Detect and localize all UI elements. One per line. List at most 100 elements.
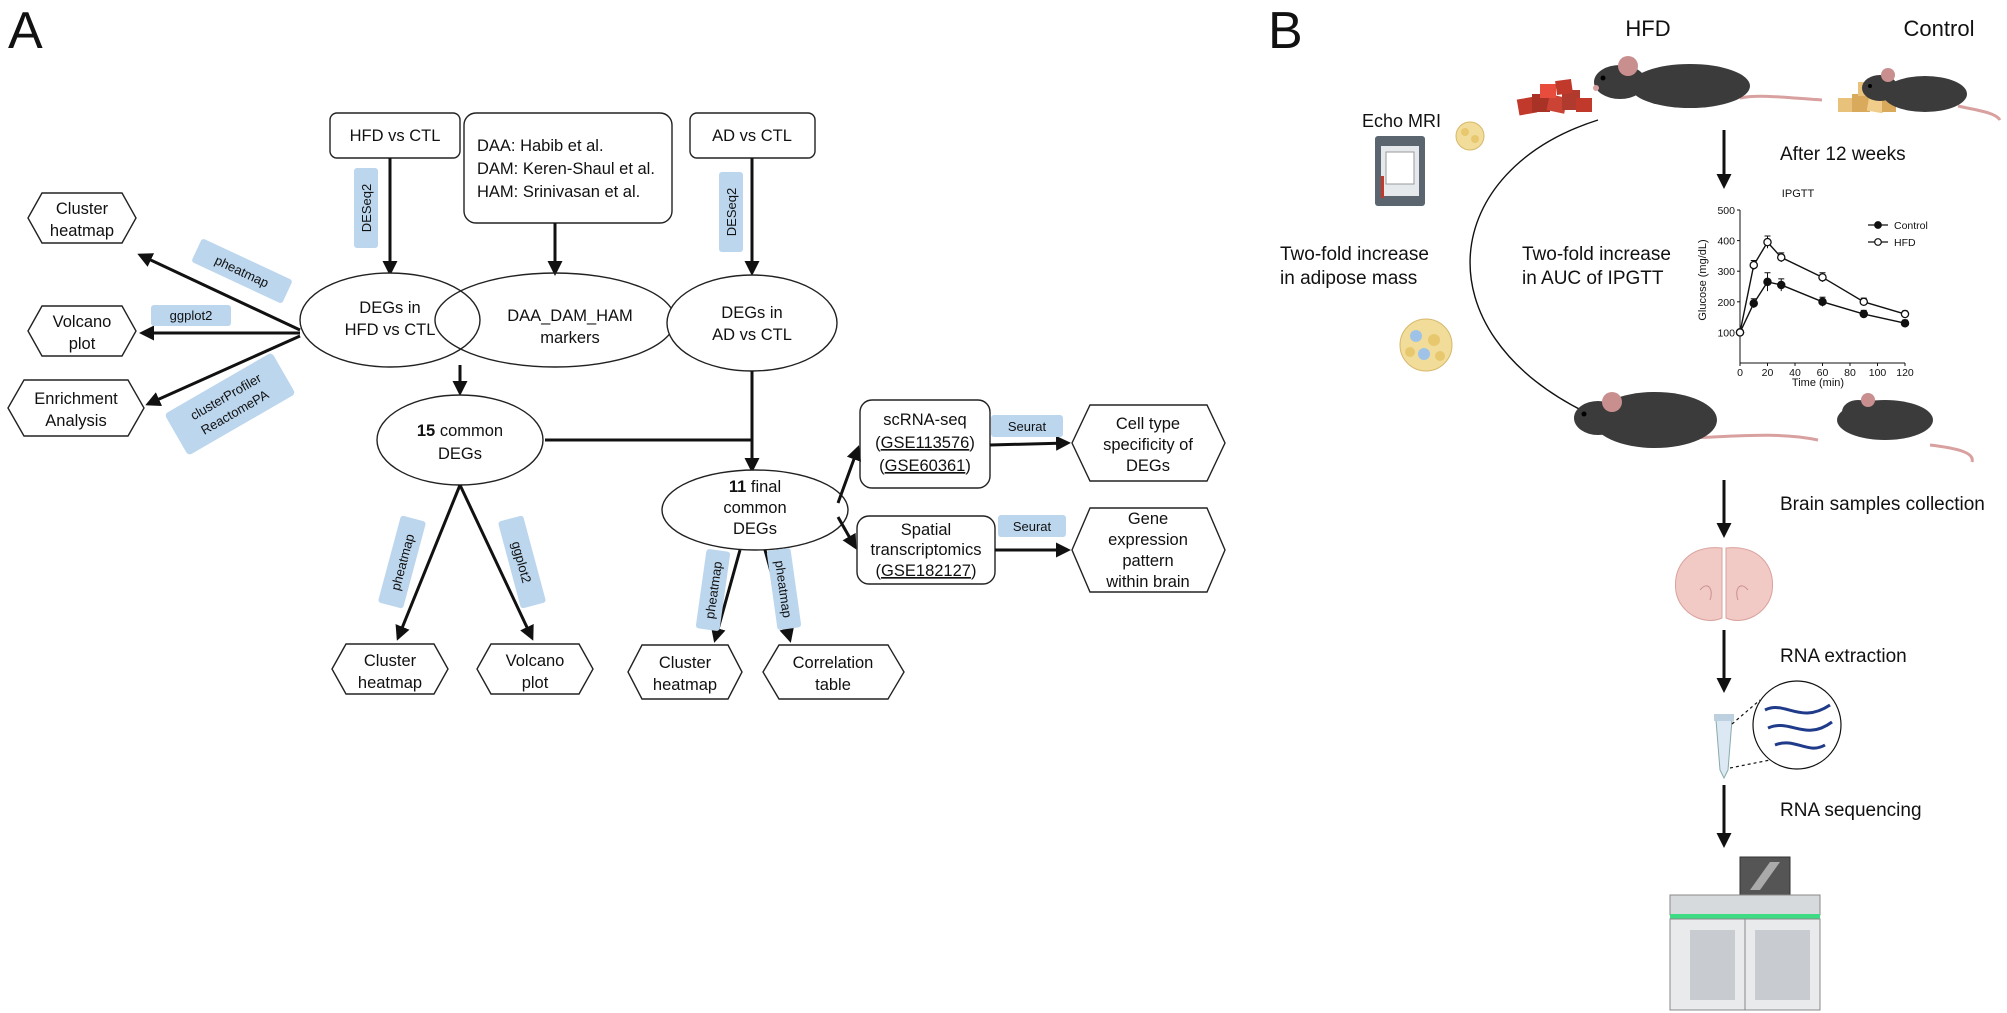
hfd-mouse-obese-icon [1574, 392, 1819, 448]
chart-point-control [1859, 309, 1869, 319]
svg-text:DESeq2: DESeq2 [359, 184, 374, 232]
chart-legend-label: Control [1894, 220, 1928, 232]
chart-xtick-label: 80 [1844, 367, 1856, 379]
fat-cells-large-icon [1399, 318, 1453, 372]
arrow-final-to-scrna [836, 445, 861, 504]
common-degs-ellipse [376, 394, 544, 486]
step-brain-collection: Brain samples collection [1780, 494, 1985, 515]
brain-icon [1674, 547, 1774, 621]
svg-text:Enrichment: Enrichment [34, 390, 118, 408]
hfd-food-icon [1516, 78, 1592, 116]
final-degs-ellipse [661, 469, 849, 551]
chart-point-hfd [1749, 260, 1759, 270]
svg-text:scRNA-seq: scRNA-seq [883, 411, 966, 429]
chart-xtick-label: 20 [1762, 367, 1774, 379]
left-volcano-hex: Volcano plot [27, 305, 137, 357]
ggplot2-mid-tag: ggplot2 [498, 515, 546, 609]
scrna-box: scRNA-seq (GSE113576) (GSE60361) [859, 399, 991, 489]
spatial-box: Spatial transcriptomics (GSE182127) [856, 515, 996, 585]
chart-xtick-label: 0 [1737, 367, 1743, 379]
correlation-table-hex: Correlation table [762, 644, 905, 700]
venn-left-l1: DEGs in [359, 299, 420, 317]
svg-text:within brain: within brain [1105, 573, 1189, 591]
sequencer-icon [1669, 856, 1821, 1011]
chart-point-hfd [1818, 273, 1827, 282]
common-degs-l2: DEGs [438, 445, 482, 463]
hfd-vs-ctl-label: HFD vs CTL [350, 127, 441, 145]
chart-ylabel: Glucose (mg/dL) [1697, 239, 1709, 320]
control-mouse-top-icon [1862, 68, 2002, 121]
auc-l1: Two-fold increase [1522, 244, 1671, 265]
svg-text:plot: plot [522, 674, 549, 692]
svg-text:heatmap: heatmap [358, 674, 422, 692]
mid-volcano-hex: Volcano plot [476, 643, 594, 695]
chart-point-hfd [1777, 253, 1786, 262]
step-after-12-weeks: After 12 weeks [1780, 144, 1906, 165]
degs-ad-l2: AD vs CTL [712, 326, 792, 344]
pheatmap-top-tag: pheatmap [192, 239, 292, 303]
ad-vs-ctl-box: AD vs CTL [689, 112, 816, 159]
final-degs-l2: common [723, 499, 786, 517]
svg-text:heatmap: heatmap [653, 676, 717, 694]
pheatmap-mid-tag: pheatmap [378, 515, 426, 609]
chart-point-hfd [1763, 237, 1772, 247]
svg-text:Correlation: Correlation [793, 654, 874, 672]
svg-text:Volcano: Volcano [506, 652, 565, 670]
chart-ytick-label: 300 [1717, 266, 1735, 278]
degs-ad-l1: DEGs in [721, 304, 782, 322]
markers-daa: DAA: Habib et al. [477, 137, 604, 155]
svg-text:Cluster: Cluster [56, 200, 109, 218]
svg-text:Seurat: Seurat [1013, 519, 1052, 534]
control-mouse-after-icon [1837, 393, 1974, 463]
gene-expression-hex: Gene expression pattern within brain [1071, 507, 1226, 593]
chart-ytick-label: 500 [1717, 205, 1735, 217]
chart-point-control [1900, 318, 1910, 328]
svg-text:expression: expression [1108, 531, 1188, 549]
adipose-l2: in adipose mass [1280, 268, 1417, 289]
deseq2-left-tag: DESeq2 [354, 168, 378, 248]
left-cluster-heatmap-hex: Cluster heatmap [27, 192, 137, 244]
markers-source-box: DAA: Habib et al. DAM: Keren-Shaul et al… [463, 112, 673, 224]
arrow-to-mid-volcano [458, 484, 534, 641]
svg-text:table: table [815, 676, 851, 694]
mid-cluster-heatmap-hex: Cluster heatmap [331, 643, 449, 695]
markers-dam: DAM: Keren-Shaul et al. [477, 160, 655, 178]
step-rna-sequencing: RNA sequencing [1780, 800, 1922, 821]
svg-text:(GSE113576): (GSE113576) [875, 434, 975, 452]
svg-text:Volcano: Volcano [53, 313, 112, 331]
panel-b-letter: B [1268, 2, 1303, 60]
arrow-to-mid-heatmap [395, 484, 462, 641]
cell-type-hex: Cell type specificity of DEGs [1071, 404, 1226, 482]
fat-cells-small-icon [1455, 121, 1485, 151]
chart-xlabel: Time (min) [1792, 377, 1844, 389]
chart-xtick-label: 120 [1896, 367, 1914, 379]
degs-ad-ellipse [666, 274, 838, 372]
control-header: Control [1904, 16, 1975, 41]
chart-point-hfd [1735, 328, 1745, 337]
chart-ytick-label: 400 [1717, 236, 1735, 248]
chart-legend-marker [1874, 221, 1882, 229]
step-rna-extraction: RNA extraction [1780, 646, 1907, 667]
panel-a-letter: A [8, 2, 43, 60]
pheatmap-r2-tag: pheatmap [766, 548, 802, 630]
deseq2-right-tag: DESeq2 [719, 172, 743, 252]
final-degs-l1: 11 final [729, 478, 781, 496]
ad-vs-ctl-label: AD vs CTL [712, 127, 792, 145]
svg-text:Cluster: Cluster [364, 652, 417, 670]
chart-xtick-label: 100 [1869, 367, 1887, 379]
arrow-scrna-to-celltype [989, 435, 1071, 451]
svg-text:Spatial: Spatial [901, 521, 951, 539]
echo-mri-machine-icon [1375, 136, 1425, 206]
seurat2-tag: Seurat [998, 515, 1066, 537]
svg-text:(GSE182127): (GSE182127) [876, 562, 977, 580]
chart-xtick-label: 40 [1789, 367, 1801, 379]
venn-right-l1: DAA_DAM_HAM [507, 307, 633, 325]
chart-point-control [1763, 277, 1772, 287]
chart-title: IPGTT [1782, 188, 1815, 200]
svg-text:heatmap: heatmap [50, 222, 114, 240]
venn-right-l2: markers [540, 329, 600, 347]
curved-arrow-to-obese-mouse [1469, 119, 1599, 413]
chart-ytick-label: 200 [1717, 297, 1735, 309]
svg-text:specificity of: specificity of [1103, 436, 1193, 454]
